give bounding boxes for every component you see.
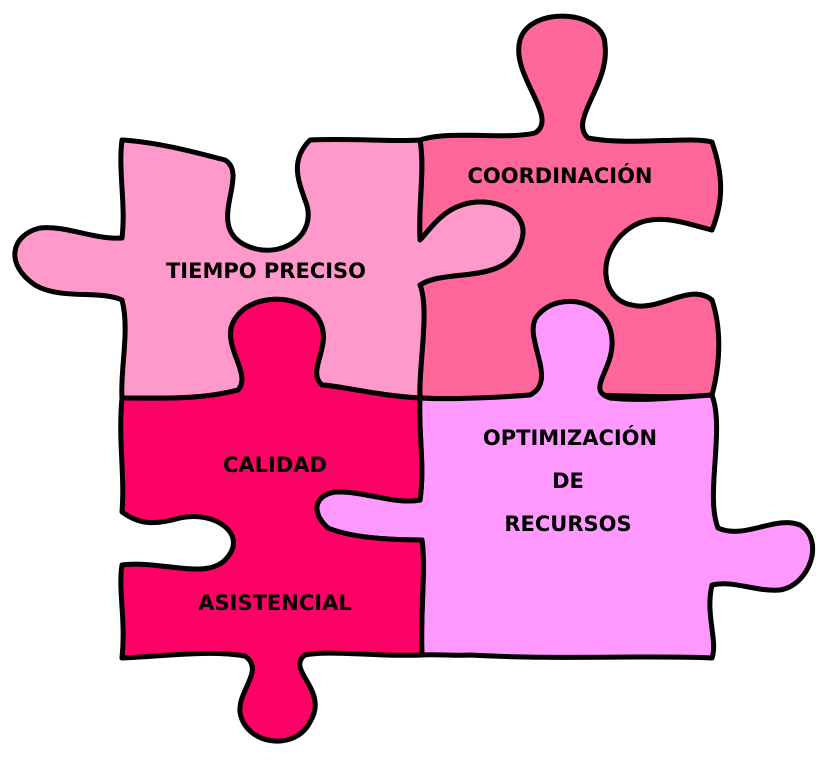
label-asistencial: ASISTENCIAL	[198, 591, 351, 615]
puzzle-piece-calidad	[118, 296, 426, 744]
label-tiempo-preciso: TIEMPO PRECISO	[166, 259, 366, 283]
label-recursos: RECURSOS	[504, 512, 631, 536]
puzzle-piece-tiempo-preciso	[12, 136, 526, 401]
label-calidad: CALIDAD	[223, 453, 327, 477]
label-optimizacion: OPTIMIZACIÓN	[483, 425, 657, 450]
label-coordinacion: COORDINACIÓN	[467, 163, 652, 188]
label-de: DE	[552, 469, 584, 493]
